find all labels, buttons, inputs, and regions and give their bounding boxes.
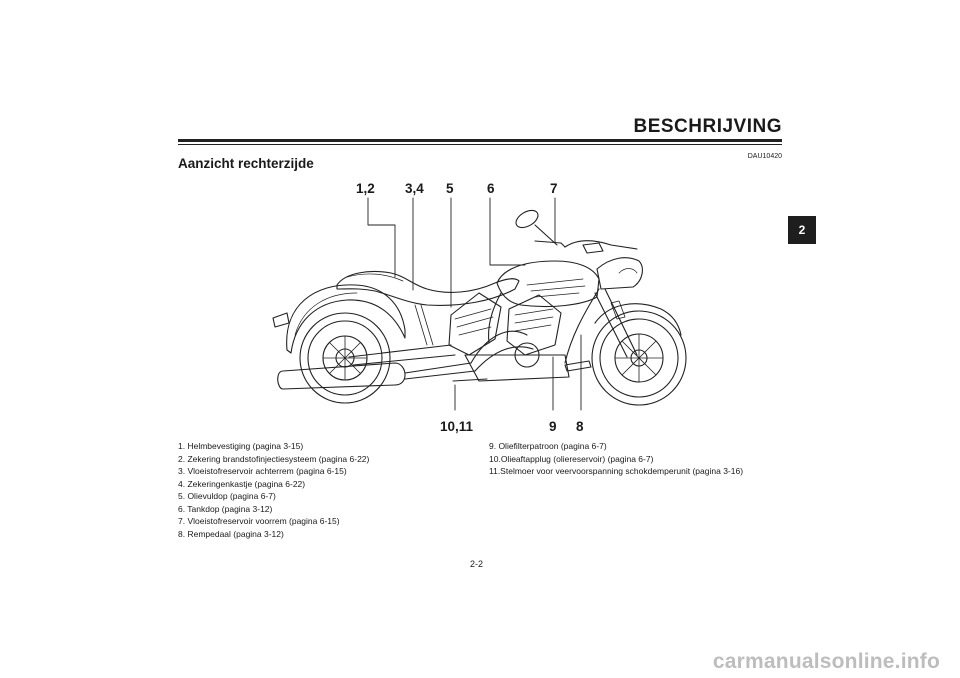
rear-fender — [286, 284, 406, 354]
callout-5: 5 — [446, 181, 454, 196]
callout-8: 8 — [576, 419, 584, 434]
front-wheel — [591, 310, 687, 406]
legend-left: 1. Helmbevestiging (pagina 3-15) 2. Zeke… — [178, 440, 369, 540]
front-forks — [594, 288, 638, 358]
section-title: BESCHRIJVING — [633, 116, 782, 137]
callout-9: 9 — [549, 419, 557, 434]
callout-6: 6 — [487, 181, 495, 196]
legend-item: 5. Olievuldop (pagina 6-7) — [178, 491, 276, 501]
header-rule-thin — [178, 144, 782, 145]
exhaust-pipe — [277, 330, 534, 390]
doc-code: DAU10420 — [747, 153, 782, 160]
page-number: 2-2 — [470, 559, 484, 569]
legend-item: 4. Zekeringenkastje (pagina 6-22) — [178, 478, 306, 489]
subheading: Aanzicht rechterzijde — [178, 156, 314, 171]
callout-10-11: 10,11 — [440, 419, 474, 434]
leader-lines — [367, 197, 582, 411]
seat — [336, 270, 520, 306]
legend-item: 11.Stelmoer voor veervoorspanning schokd… — [489, 466, 744, 476]
header-rule-thick — [178, 139, 782, 142]
legend-right: 9. Oliefilterpatroon (pagina 6-7) 10.Oli… — [489, 440, 743, 478]
callout-1-2: 1,2 — [356, 181, 375, 196]
motorcycle-illustration — [272, 197, 687, 411]
callout-3-4: 3,4 — [405, 181, 424, 196]
legend-item: 3. Vloeistofreservoir achterrem (pagina … — [178, 466, 347, 476]
rear-wheel — [299, 312, 391, 404]
legend-item: 8. Rempedaal (pagina 3-12) — [178, 528, 284, 539]
legend-item: 1. Helmbevestiging (pagina 3-15) — [178, 441, 304, 451]
watermark: carmanualsonline.info — [712, 650, 940, 673]
fuel-tank — [496, 260, 600, 308]
legend-item: 9. Oliefilterpatroon (pagina 6-7) — [489, 441, 607, 451]
callout-7: 7 — [550, 181, 558, 196]
legend-item: 6. Tankdop (pagina 3-12) — [178, 503, 273, 514]
chapter-tab: 2 — [788, 216, 816, 244]
legend-item: 10.Olieaftapplug (oliereservoir) (pagina… — [489, 453, 654, 464]
legend-item: 7. Vloeistofreservoir voorrem (pagina 6-… — [178, 516, 340, 526]
legend-item: 2. Zekering brandstofinjectiesysteem (pa… — [178, 453, 370, 464]
